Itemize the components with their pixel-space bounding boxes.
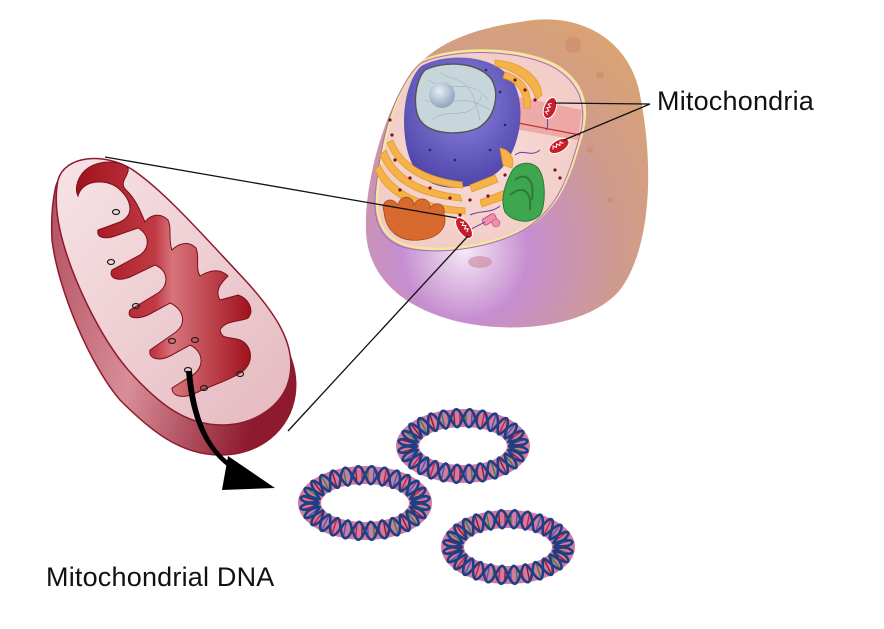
dna-base-pair [312,480,324,496]
dna-base-pair [480,463,486,481]
dna-base-pair [525,564,531,582]
dna-base-pair [549,554,561,570]
dna-strand-2 [299,464,431,542]
dna-base-pair [410,423,422,439]
dna-base-pair [429,460,436,479]
label-mitochondria: Mitochondria [657,86,814,116]
dna-ring-hole [464,528,552,566]
dna-base-pair [463,518,474,536]
centriole [481,213,501,228]
dna-base-pair [485,512,491,530]
dna-base-pair [474,561,481,580]
dna-ring-hole [419,427,507,465]
cell-mitochondrion-2 [548,137,570,155]
label-mitochondrial-dna: Mitochondrial DNA [46,562,275,592]
dna-base-pair [497,417,508,435]
dna-base-pair [542,518,553,536]
dna-base-pair [474,514,481,533]
dna-base-pair [535,561,542,580]
dna-base-pair [382,520,388,538]
dna-base-pair [525,512,531,530]
dna-base-pair [406,510,418,526]
dna-base-pair [342,520,348,538]
leader-line-mito-1 [554,102,651,105]
dna-base-pair [312,510,324,526]
leader-lines [104,102,651,432]
animal-cell [365,19,649,328]
nucleolus [429,82,455,108]
dna-base-pair [535,514,542,533]
dna-base-pair [480,411,486,429]
mitochondrion-matrix [75,161,252,397]
dna-base-pair [418,417,429,435]
dna-base-pair [490,413,497,432]
dna-base-pair [497,457,508,475]
dna-base-pair [455,524,467,540]
dna-base-pair [320,474,331,492]
dna-base-pair [399,474,410,492]
cell-mitochondrion-1 [542,96,558,120]
dna-base-pair [542,558,553,576]
mitochondrion-cross-section [50,157,297,456]
mitochondrial-dna-dots [106,208,245,392]
dna-base-pair [410,453,422,469]
leader-line-zoom-top [104,156,458,219]
dna-base-pair [418,457,429,475]
mtdna-rings [298,407,575,586]
dna-base-pair [549,524,561,540]
dna-base-pair [331,517,338,536]
dna-base-pair [399,514,410,532]
dna-base-pair [429,413,436,432]
dna-base-pair [504,423,516,439]
dna-base-pair [440,411,446,429]
dna-base-pair [342,468,348,486]
dna-base-pair [463,558,474,576]
dna-base-pair [455,554,467,570]
dna-base-pair [504,453,516,469]
dna-base-pair [490,460,497,479]
mtdna-ring-left [298,464,432,542]
mtdna-ring-right [441,508,575,586]
dna-base-pair [392,470,399,489]
curved-arrow-icon [186,371,275,490]
dna-base-pair [392,517,399,536]
dna-strand-2 [397,407,529,485]
dna-base-pair [406,480,418,496]
mtdna-ring-top [396,407,530,485]
dna-ring-hole [321,484,409,522]
dna-base-pair [320,514,331,532]
golgi-apparatus [502,162,545,222]
leader-line-mito-2 [563,103,651,141]
nucleoplasm [414,63,497,134]
dna-base-pair [485,564,491,582]
dna-base-pair [440,463,446,481]
cell-mitochondrion-3 [455,217,473,239]
dna-strand-2 [442,508,574,586]
dna-base-pair [382,468,388,486]
leader-line-zoom-bottom [287,235,469,432]
dna-base-pair [331,470,338,489]
